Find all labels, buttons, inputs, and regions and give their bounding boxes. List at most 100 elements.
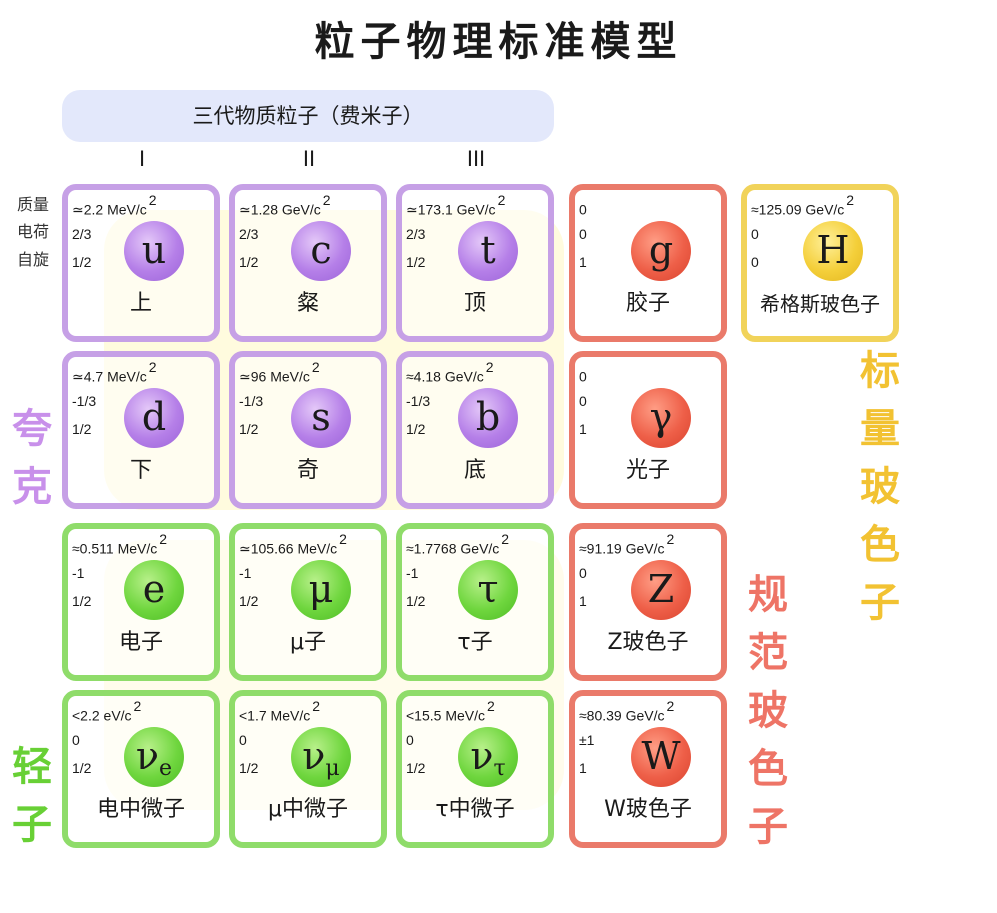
page-title: 粒子物理标准模型 — [314, 19, 683, 65]
particle-name: 下 — [129, 458, 152, 483]
particle-card-electron-neutrino: <2.2 eV/c2 0 1/2 νe 电中微子 — [62, 690, 220, 848]
mass-value: ≃105.66 MeV/c2 — [239, 531, 347, 557]
mass-value: <15.5 MeV/c2 — [406, 698, 495, 724]
spin-value: 1 — [579, 593, 587, 609]
particle-symbol: u — [124, 221, 184, 281]
spin-value: 1/2 — [72, 254, 92, 270]
particle-card-down: ≃4.7 MeV/c2 -1/3 1/2 d 下 — [62, 351, 220, 509]
particle-name: 奇 — [296, 458, 319, 483]
spin-value: 1/2 — [239, 421, 259, 437]
spin-value: 0 — [751, 254, 759, 270]
charge-value: 0 — [751, 226, 759, 242]
particle-name: W玻色子 — [604, 797, 692, 822]
spin-row-label: 自旋 — [16, 250, 49, 269]
generation-2-label: II — [302, 146, 316, 171]
charge-value: ±1 — [579, 732, 595, 748]
mass-value: ≈80.39 GeV/c2 — [579, 698, 675, 724]
spin-value: 1/2 — [72, 421, 92, 437]
spin-value: 1/2 — [72, 593, 92, 609]
particle-name: 电子 — [118, 630, 163, 655]
mass-value: ≃2.2 MeV/c2 — [72, 192, 157, 218]
particle-symbol: s — [291, 388, 351, 448]
particle-card-strange: ≃96 MeV/c2 -1/3 1/2 s 奇 — [229, 351, 387, 509]
particle-card-tau: ≈1.7768 GeV/c2 -1 1/2 τ τ子 — [396, 523, 554, 681]
mass-value: ≃173.1 GeV/c2 — [406, 192, 506, 218]
particle-symbol: νμ — [291, 727, 351, 787]
particle-card-muon-neutrino: <1.7 MeV/c2 0 1/2 νμ μ中微子 — [229, 690, 387, 848]
charge-value: -1 — [72, 565, 85, 581]
mass-value: ≃96 MeV/c2 — [239, 359, 320, 385]
spin-value: 1/2 — [406, 421, 426, 437]
particle-name: 顶 — [463, 291, 486, 316]
particle-name: 底 — [463, 458, 486, 483]
particle-card-gluon: 0 0 1 g 胶子 — [569, 184, 727, 342]
particle-card-higgs: ≈125.09 GeV/c2 0 0 H 希格斯玻色子 — [741, 184, 899, 342]
particle-name: 胶子 — [625, 291, 670, 316]
spin-value: 1/2 — [406, 760, 426, 776]
mass-value: ≃4.7 MeV/c2 — [72, 359, 157, 385]
charge-value: -1 — [406, 565, 419, 581]
particle-symbol: b — [458, 388, 518, 448]
charge-value: -1/3 — [406, 393, 431, 409]
quarks-group-label: 夸克 — [12, 406, 52, 510]
spin-value: 1 — [579, 421, 587, 437]
charge-value: 2/3 — [239, 226, 259, 242]
mass-value: ≃1.28 GeV/c2 — [239, 192, 331, 218]
charge-value: 2/3 — [406, 226, 426, 242]
spin-value: 1/2 — [406, 593, 426, 609]
particle-card-bottom: ≈4.18 GeV/c2 -1/3 1/2 b 底 — [396, 351, 554, 509]
particle-symbol: μ — [291, 560, 351, 620]
mass-value: ≈125.09 GeV/c2 — [751, 192, 855, 218]
particle-card-photon: 0 0 1 γ 光子 — [569, 351, 727, 509]
mass-value: ≈0.511 MeV/c2 — [72, 531, 168, 557]
particle-name: τ中微子 — [435, 797, 515, 822]
charge-value: 0 — [579, 226, 587, 242]
gauge-bosons-group-label: 规范玻色子 — [748, 572, 788, 850]
spin-value: 1 — [579, 760, 587, 776]
particle-name: Z玻色子 — [607, 630, 689, 655]
particle-symbol: e — [124, 560, 184, 620]
charge-value: 0 — [579, 393, 587, 409]
generation-3-label: III — [466, 146, 486, 171]
particle-name: 光子 — [625, 458, 670, 483]
particle-symbol: W — [631, 727, 691, 787]
particle-symbol: τ — [458, 560, 518, 620]
particle-card-z-boson: ≈91.19 GeV/c2 0 1 Z Z玻色子 — [569, 523, 727, 681]
charge-value: 0 — [239, 732, 247, 748]
generation-1-label: I — [138, 146, 146, 171]
particle-name: τ子 — [457, 630, 493, 655]
particle-card-up: ≃2.2 MeV/c2 2/3 1/2 u 上 — [62, 184, 220, 342]
fermion-banner: 三代物质粒子（费米子） — [62, 90, 554, 142]
charge-value: -1/3 — [239, 393, 264, 409]
charge-value: 0 — [579, 565, 587, 581]
particle-name: 希格斯玻色子 — [760, 292, 880, 316]
particle-symbol: c — [291, 221, 351, 281]
spin-value: 1/2 — [72, 760, 92, 776]
charge-row-label: 电荷 — [16, 222, 49, 241]
particle-card-tau-neutrino: <15.5 MeV/c2 0 1/2 ντ τ中微子 — [396, 690, 554, 848]
mass-value: ≈1.7768 GeV/c2 — [406, 531, 510, 557]
particle-symbol: t — [458, 221, 518, 281]
charge-value: -1/3 — [72, 393, 97, 409]
mass-value: ≈4.18 GeV/c2 — [406, 359, 494, 385]
particle-name: 粲 — [296, 291, 319, 316]
mass-value: ≈91.19 GeV/c2 — [579, 531, 675, 557]
mass-row-label: 质量 — [16, 195, 49, 214]
leptons-group-label: 轻子 — [12, 744, 52, 848]
charge-value: 2/3 — [72, 226, 92, 242]
charge-value: 0 — [72, 732, 80, 748]
spin-value: 1/2 — [239, 760, 259, 776]
charge-value: 0 — [406, 732, 414, 748]
spin-value: 1 — [579, 254, 587, 270]
particle-card-muon: ≃105.66 MeV/c2 -1 1/2 μ μ子 — [229, 523, 387, 681]
particle-symbol: ντ — [458, 727, 518, 787]
spin-value: 1/2 — [406, 254, 426, 270]
mass-value: 0 — [579, 201, 587, 218]
particle-name: 电中微子 — [96, 797, 185, 822]
scalar-bosons-group-label: 标量玻色子 — [860, 348, 900, 626]
particle-name: μ子 — [290, 630, 326, 655]
particle-card-charm: ≃1.28 GeV/c2 2/3 1/2 c 粲 — [229, 184, 387, 342]
spin-value: 1/2 — [239, 593, 259, 609]
particle-card-w-boson: ≈80.39 GeV/c2 ±1 1 W W玻色子 — [569, 690, 727, 848]
particle-symbol: νe — [124, 727, 184, 787]
